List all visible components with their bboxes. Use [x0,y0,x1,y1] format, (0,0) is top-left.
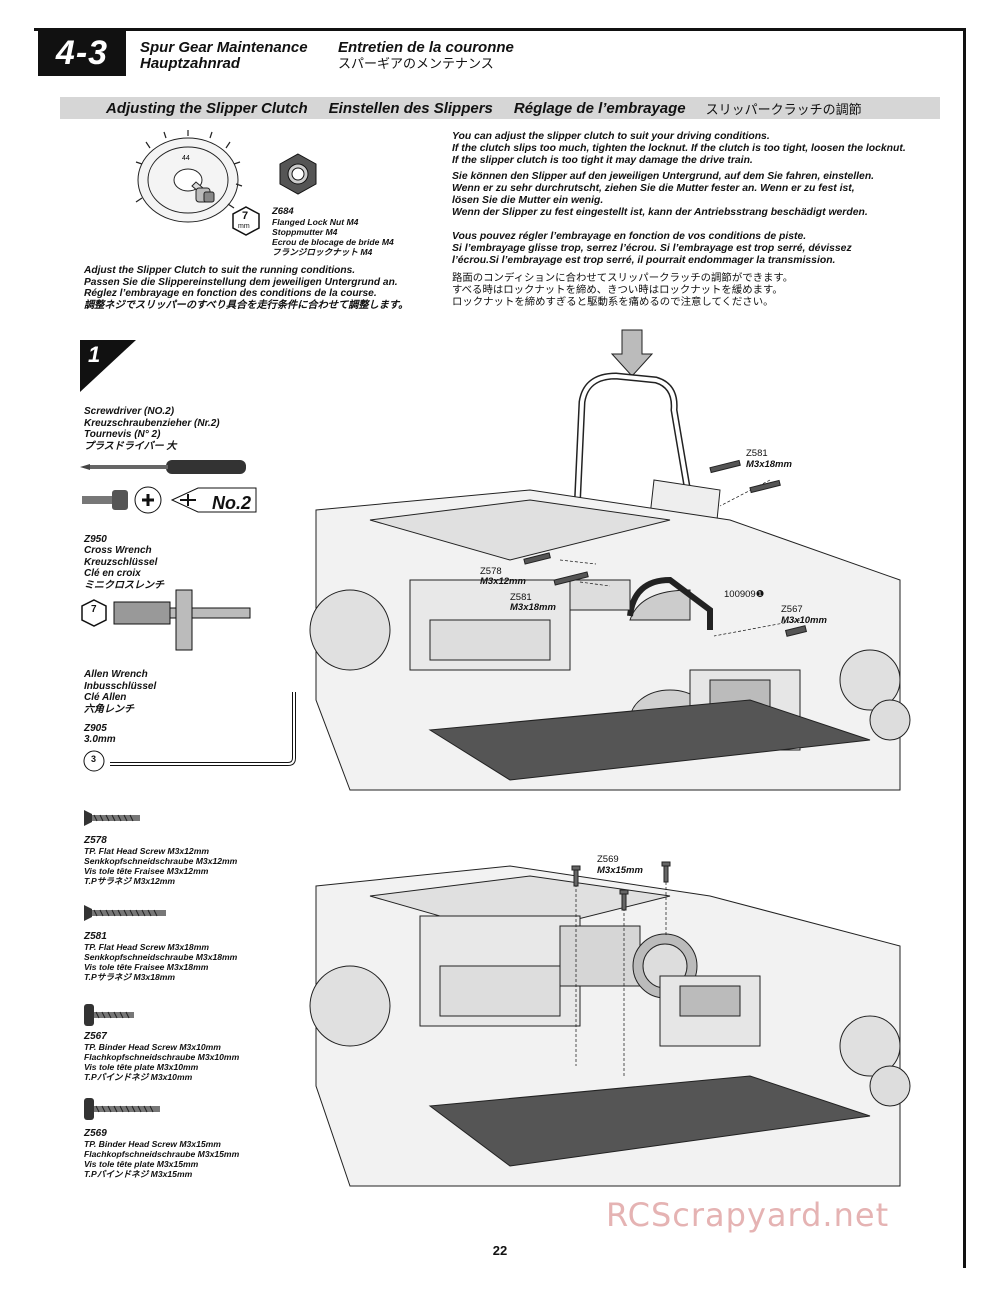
callout-z567-id: Z567 [781,604,803,615]
lock-nut-icon [279,153,317,195]
screw-z581-id: Z581 [84,931,107,942]
subheader-de: Einstellen des Slippers [328,99,493,117]
callout-z578-id: Z578 [480,566,502,577]
callout-z581-top-id: Z581 [746,448,768,459]
callout-z567-size: M3x10mm [781,615,827,626]
cross-wrench-label: Cross Wrench Kreuzschlüssel Clé en croix… [84,545,164,591]
wrench-size-badge [232,206,260,236]
spur-gear-illustration: 44 [135,130,243,223]
callout-z581-mid-id: Z581 [510,592,532,603]
allen-badge: 3 [91,754,97,764]
title-en-de: Spur Gear Maintenance Hauptzahnrad [140,40,308,72]
subheader-bar: Adjusting the Slipper Clutch Einstellen … [60,97,940,119]
chassis-lower-illustration [309,861,911,1187]
callout-z581-top-size: M3x18mm [746,459,792,470]
screw-z567-id: Z567 [84,1031,107,1042]
page-frame [34,28,966,1268]
cross-wrench-id: Z950 [84,534,107,545]
title-jp: スパーギアのメンテナンス [338,56,494,71]
screw-z567-icon [84,1004,134,1026]
subheader-jp: スリッパークラッチの調節 [705,101,862,117]
step-number: 1 [88,342,101,367]
locknut-wrench-size: 7 [242,210,249,222]
subheader-en: Adjusting the Slipper Clutch [106,99,308,117]
cross-wrench-icon [81,589,251,651]
screw-z569-icon [84,1098,160,1120]
callout-100909: 100909❶ [724,589,765,600]
title-en: Spur Gear Maintenance [140,39,308,56]
title-de: Hauptzahnrad [140,55,241,72]
screw-z569-id: Z569 [84,1128,107,1139]
intro-en: You can adjust the slipper clutch to sui… [452,131,906,166]
cross-wrench-size: 7 [91,604,97,615]
step-badge [80,340,136,392]
intro-de: Sie können den Slipper auf den jeweilige… [452,171,875,218]
subheader-fr: Réglage de l’embrayage [513,99,686,117]
adjust-note: Adjust the Slipper Clutch to suit the ru… [84,265,409,311]
screwdriver-icon [80,460,246,474]
screw-z581-text: TP. Flat Head Screw M3x18mm Senkkopfschn… [84,942,238,982]
screw-z567-text: TP. Binder Head Screw M3x10mm Flachkopfs… [84,1042,240,1082]
allen-label: Allen Wrench Inbusschlüssel Clé Allen 六角… [84,669,157,715]
gear-teeth-label: 44 [182,155,190,162]
section-number: 4-3 [38,30,126,76]
phillips-screw-icon [82,486,257,514]
screwdriver-tip: No.2 [212,493,252,513]
watermark: RCScrapyard.net [606,1196,890,1234]
screw-z569-text: TP. Binder Head Screw M3x15mm Flachkopfs… [84,1139,240,1179]
locknut-text: Flanged Lock Nut M4 Stoppmutter M4 Ecrou… [272,217,394,257]
allen-wrench-icon [83,692,296,772]
callout-z569-size: M3x15mm [597,865,643,876]
screwdriver-label: Screwdriver (NO.2) Kreuzschraubenzieher … [84,406,220,452]
screw-z578-icon [84,810,140,826]
callout-z578-size: M3x12mm [480,576,526,587]
title-fr: Entretien de la couronne [338,39,514,56]
intro-jp: 路面のコンディションに合わせてスリッパークラッチの調節ができます。 すべる時はロ… [452,273,794,308]
page-number: 22 [492,1243,508,1258]
locknut-part-id: Z684 [272,206,294,217]
allen-size: 3.0mm [84,734,116,745]
allen-id: Z905 [84,723,107,734]
chassis-upper-illustration [309,329,911,791]
title-fr-jp: Entretien de la couronne スパーギアのメンテナンス [338,40,514,72]
intro-fr: Vous pouvez régler l’embrayage en foncti… [452,231,852,266]
screw-z578-id: Z578 [84,835,107,846]
screw-z581-icon [84,905,166,921]
screw-z578-text: TP. Flat Head Screw M3x12mm Senkkopfschn… [84,846,238,886]
callout-z581-mid-size: M3x18mm [510,602,556,613]
locknut-wrench-unit: mm [238,223,250,230]
callout-z569-id: Z569 [597,854,619,865]
